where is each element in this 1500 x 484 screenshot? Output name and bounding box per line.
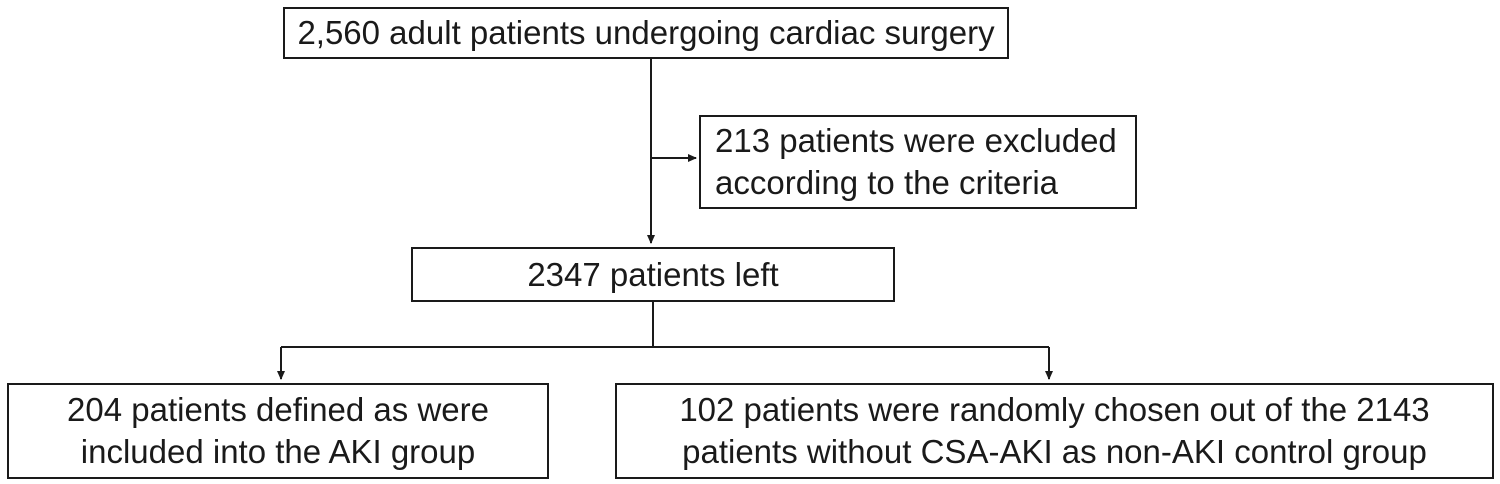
excluded-text-line-2: according to the criteria <box>715 164 1059 201</box>
aki-group-box: 204 patients defined as were included in… <box>7 383 549 479</box>
initial-cohort-box: 2,560 adult patients undergoing cardiac … <box>283 7 1009 59</box>
non-aki-control-box: 102 patients were randomly chosen out of… <box>615 383 1494 479</box>
non-aki-text-line-2: patients without CSA-AKI as non-AKI cont… <box>682 433 1427 470</box>
aki-group-text-line-1: 204 patients defined as were <box>67 391 489 428</box>
excluded-box: 213 patients were excluded according to … <box>699 115 1137 209</box>
remaining-patients-box: 2347 patients left <box>411 247 895 302</box>
remaining-patients-text: 2347 patients left <box>527 255 779 293</box>
aki-group-text-line-2: included into the AKI group <box>80 433 476 470</box>
non-aki-text-line-1: 102 patients were randomly chosen out of… <box>679 391 1430 428</box>
excluded-text-line-1: 213 patients were excluded <box>715 122 1117 159</box>
initial-cohort-text: 2,560 adult patients undergoing cardiac … <box>297 14 995 51</box>
